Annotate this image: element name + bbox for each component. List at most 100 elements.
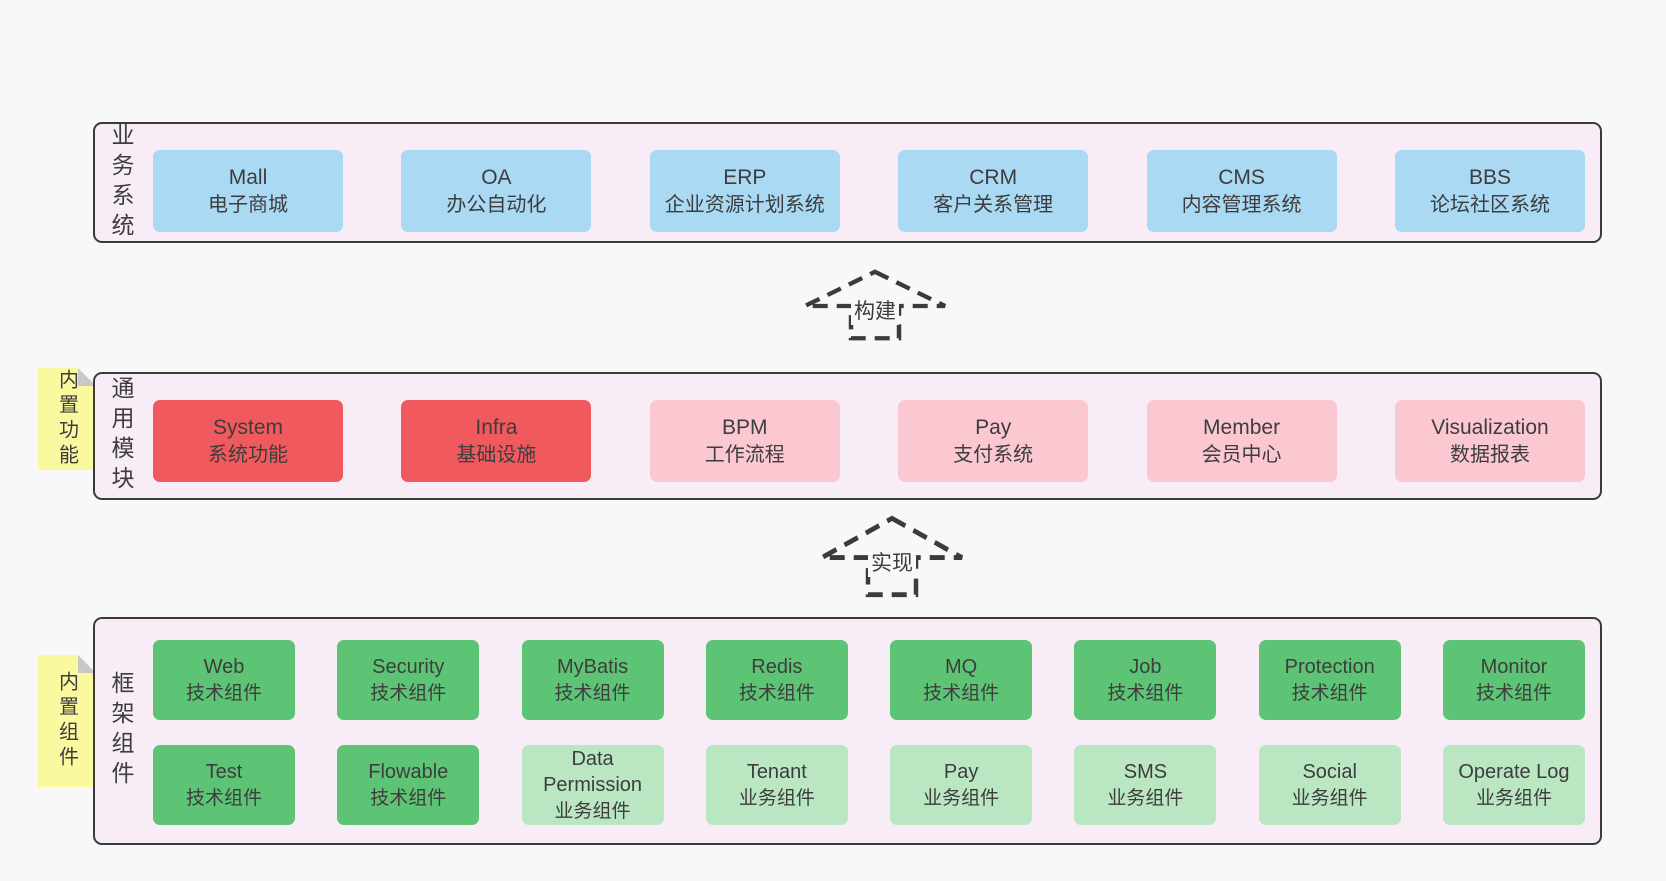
box-mybatis: MyBatis 技术组件 [521,640,664,720]
sticky-note-builtin-components: 内置组件 [38,655,96,787]
box-redis: Redis 技术组件 [705,640,848,720]
box-title: Pay [975,415,1012,439]
box-title: Pay [943,761,979,784]
box-mall: Mall 电子商城 [153,150,343,232]
box-social: Social 业务组件 [1258,745,1401,825]
box-title: Security [372,656,445,679]
box-title: Visualization [1431,415,1549,439]
sticky-note-label: 内置功能 [55,369,78,469]
box-flowable: Flowable 技术组件 [337,745,480,825]
arrow-build: 构建 [800,268,950,342]
box-subtitle: 办公自动化 [446,193,547,216]
arrow-implement: 实现 [817,514,967,599]
box-erp: ERP 企业资源计划系统 [649,150,840,232]
box-subtitle: 会员中心 [1201,443,1282,466]
box-sms: SMS 业务组件 [1074,745,1217,825]
box-subtitle: 业务组件 [923,787,1000,809]
box-title: System [212,415,283,439]
box-title: Member [1203,415,1281,439]
box-data-permission: Data Permission 业务组件 [521,745,664,825]
box-subtitle: 技术组件 [554,682,631,704]
box-subtitle: 基础设施 [456,443,537,466]
box-subtitle: 技术组件 [738,682,815,704]
box-title: Social [1302,761,1357,784]
box-title: Redis [751,656,803,679]
box-subtitle: 电子商城 [208,193,288,216]
box-test: Test 技术组件 [153,745,295,825]
box-pay: Pay 业务组件 [890,745,1033,825]
box-security: Security 技术组件 [337,640,480,720]
box-title: Test [205,761,243,784]
box-subtitle: 企业资源计划系统 [664,193,825,216]
box-pay: Pay 支付系统 [898,400,1089,482]
box-monitor: Monitor 技术组件 [1442,640,1585,720]
sticky-note-builtin-functions: 内置功能 [38,368,96,470]
box-subtitle: 支付系统 [953,443,1034,466]
box-subtitle: 技术组件 [370,682,447,704]
box-subtitle: 技术组件 [1475,682,1552,704]
box-subtitle: 客户关系管理 [933,193,1054,216]
box-protection: Protection 技术组件 [1258,640,1401,720]
box-oa: OA 办公自动化 [401,150,592,232]
box-subtitle: 业务组件 [554,800,631,822]
panel-title: 框架组件 [108,671,134,791]
box-mq: MQ 技术组件 [890,640,1033,720]
box-crm: CRM 客户关系管理 [898,150,1089,232]
dashed-up-arrow-icon [803,269,947,341]
box-title: Protection [1284,656,1375,679]
box-subtitle: 业务组件 [1107,787,1184,809]
panel-title: 通用模块 [108,376,134,496]
box-web: Web 技术组件 [153,640,295,720]
box-title: MQ [945,656,978,679]
dashed-up-arrow-icon [820,515,964,598]
box-title: Operate Log [1458,761,1570,784]
box-title: ERP [723,165,767,189]
box-subtitle: 系统功能 [208,443,288,466]
box-member: Member 会员中心 [1146,400,1337,482]
box-subtitle: 技术组件 [1291,682,1368,704]
box-visualization: Visualization 数据报表 [1394,400,1585,482]
arrow-label: 实现 [868,547,916,578]
panel-title: 业务系统 [108,122,134,243]
box-title: CRM [969,165,1018,189]
box-title: Data Permission [543,748,643,797]
box-bpm: BPM 工作流程 [649,400,840,482]
box-subtitle: 数据报表 [1449,443,1530,466]
box-system: System 系统功能 [153,400,343,482]
panel-common-modules: 通用模块 System 系统功能 Infra 基础设施 BPM 工作流程 Pay 支付系统 Me… [93,372,1602,500]
box-title: CMS [1218,165,1265,189]
box-subtitle: 技术组件 [185,787,262,809]
box-title: Monitor [1480,656,1548,679]
box-title: SMS [1123,761,1168,784]
box-subtitle: 技术组件 [370,787,447,809]
box-subtitle: 业务组件 [1475,787,1552,809]
box-subtitle: 技术组件 [185,682,262,704]
box-title: MyBatis [557,656,629,679]
box-infra: Infra 基础设施 [401,400,592,482]
box-title: Flowable [368,761,449,784]
sticky-note-label: 内置组件 [55,671,78,771]
box-subtitle: 工作流程 [704,443,785,466]
box-title: Job [1129,656,1162,679]
box-subtitle: 技术组件 [923,682,1000,704]
box-title: BPM [722,415,768,439]
box-title: Infra [475,415,518,439]
arrow-label: 构建 [851,295,899,326]
box-title: OA [481,165,512,189]
box-title: Mall [228,165,268,189]
panel-business-systems: 业务系统 Mall 电子商城 OA 办公自动化 ERP 企业资源计划系统 CRM 客户关系管理… [93,122,1602,243]
box-operate-log: Operate Log 业务组件 [1442,745,1585,825]
box-subtitle: 论坛社区系统 [1429,193,1550,216]
box-title: Web [203,656,245,679]
box-row: System 系统功能 Infra 基础设施 BPM 工作流程 Pay 支付系统 Member 会… [153,400,1585,482]
box-subtitle: 业务组件 [738,787,815,809]
box-subtitle: 业务组件 [1291,787,1368,809]
